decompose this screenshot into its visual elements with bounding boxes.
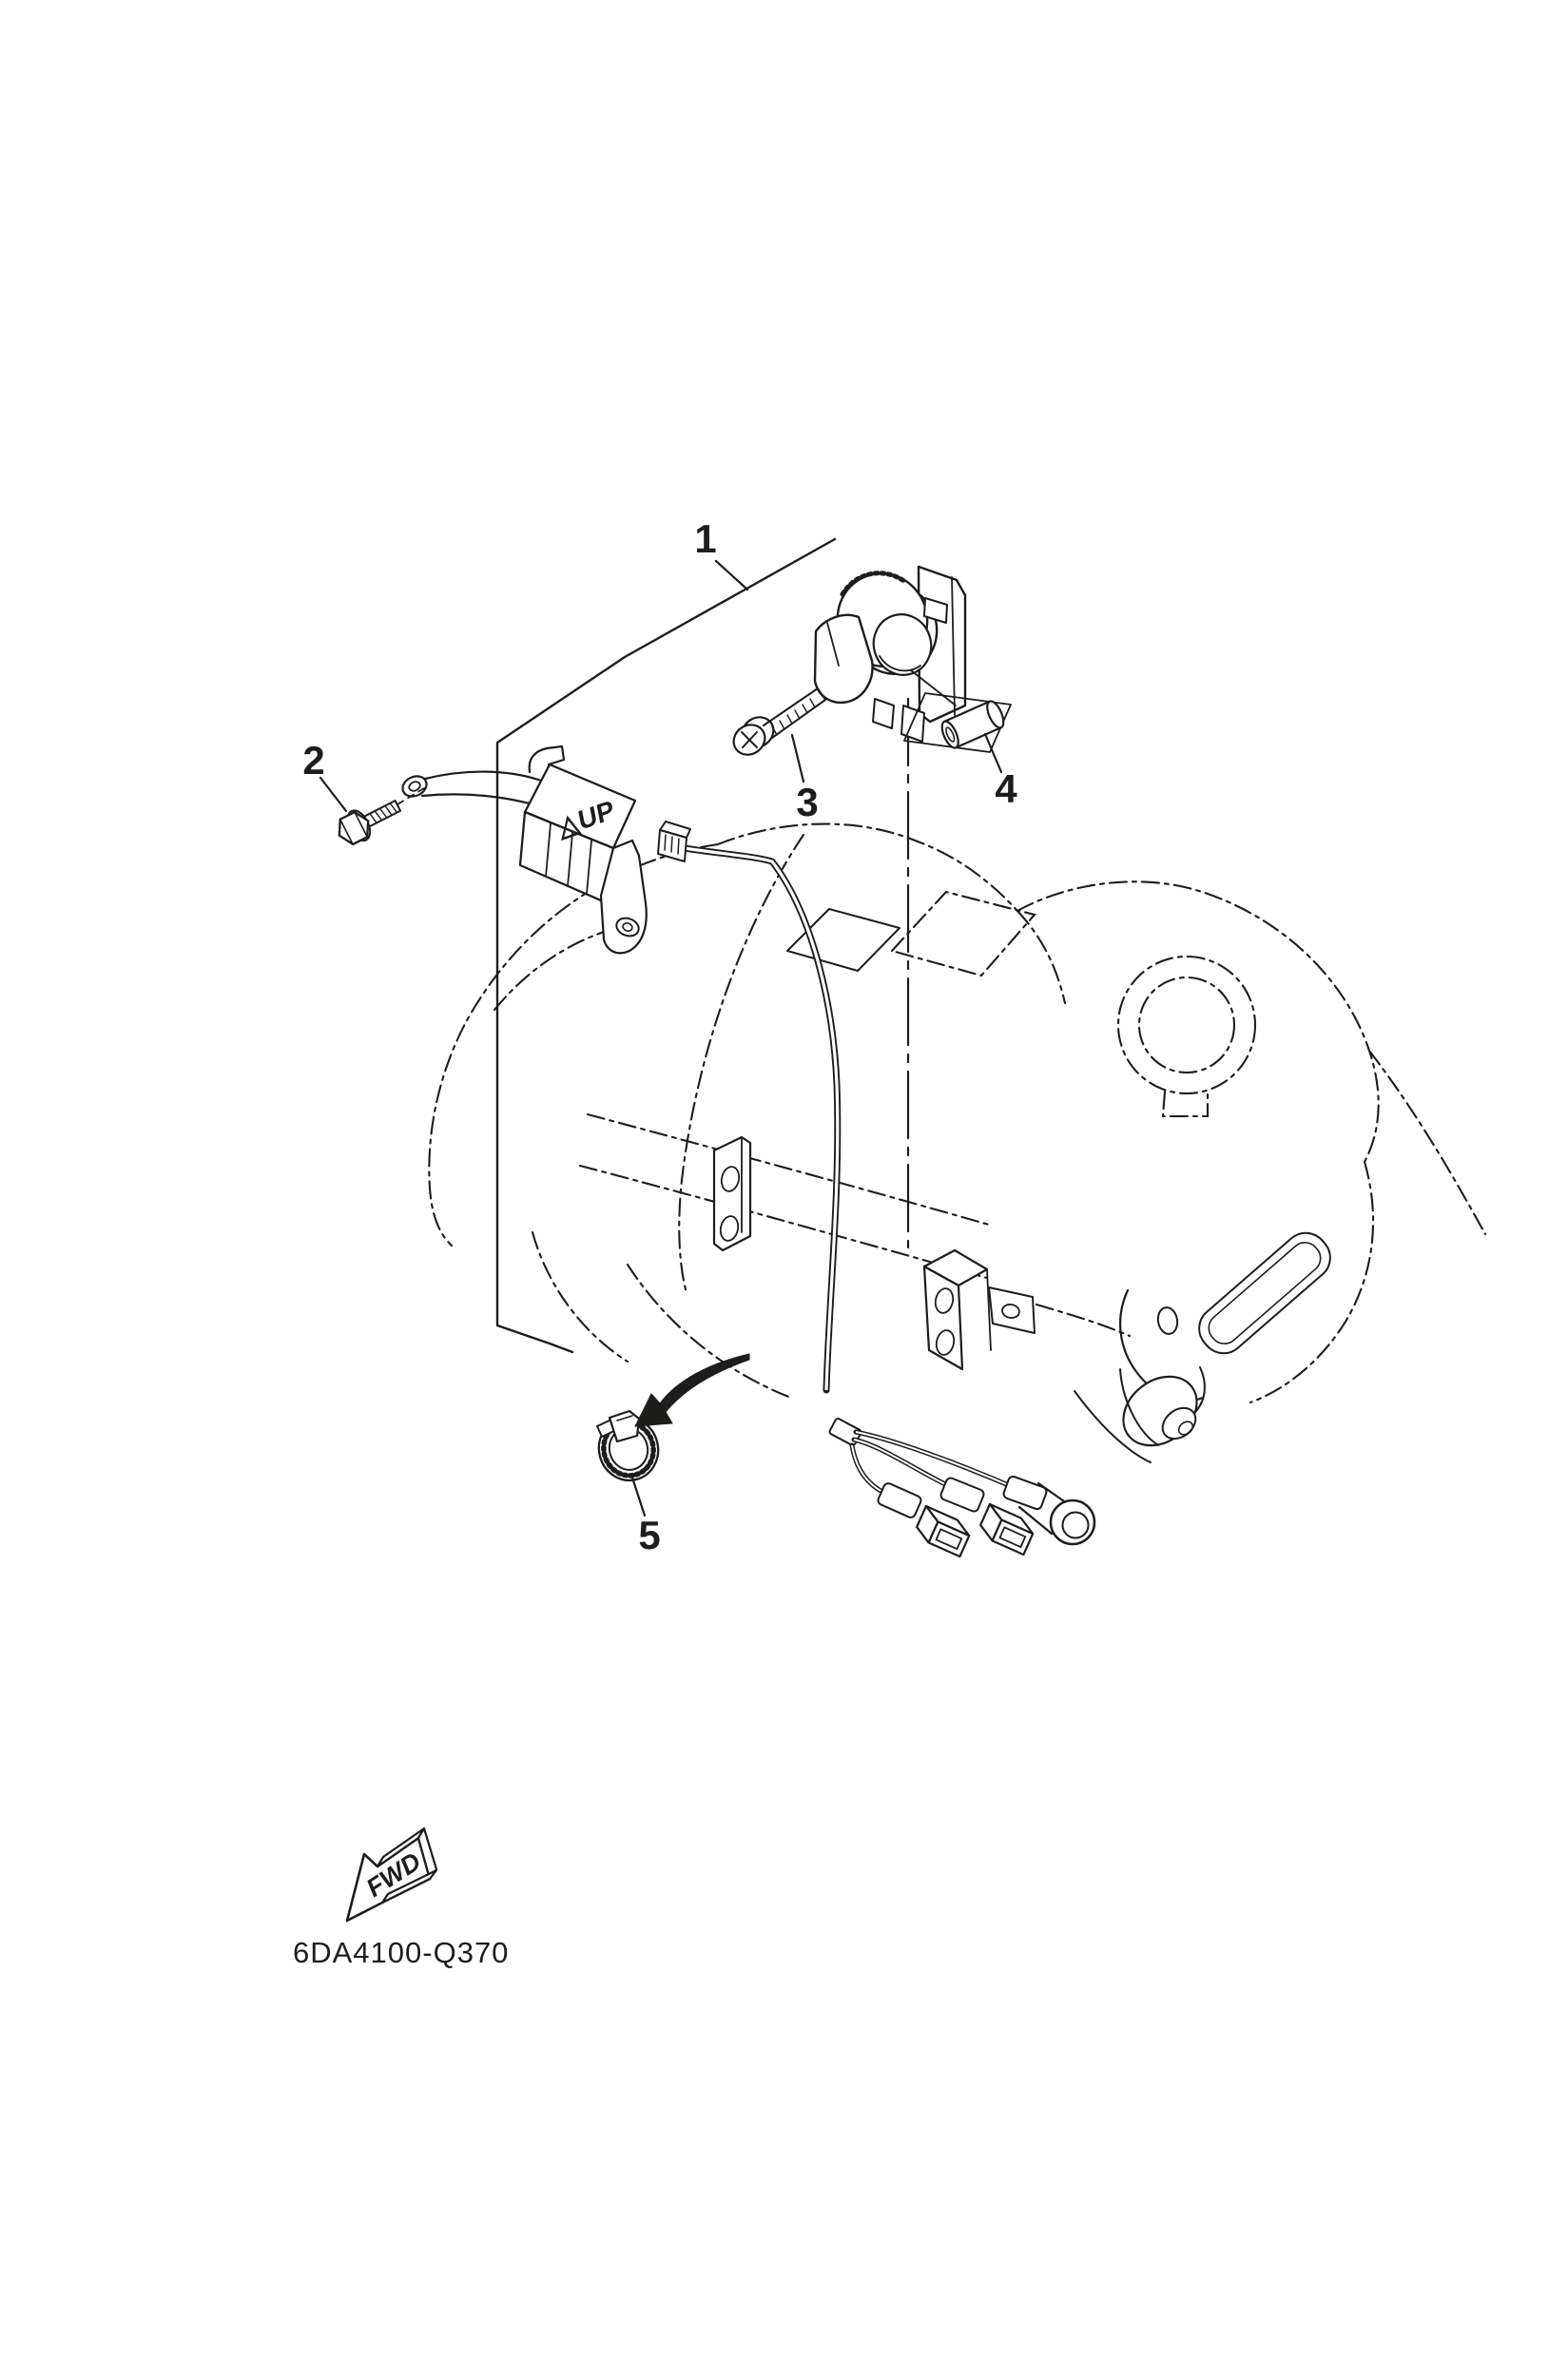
part-number: 6DA4100-Q370 [293, 1936, 509, 1969]
callout-3: 3 [790, 733, 819, 824]
spade-connector [979, 1502, 1035, 1557]
collar-4 [903, 692, 1012, 753]
hose-clamp-5 [596, 1409, 660, 1482]
fwd-arrow: FWD [345, 1827, 438, 1923]
wire-harness [681, 844, 1096, 1558]
bullet-connector [1017, 1481, 1096, 1546]
screw-3 [732, 687, 826, 756]
callout-1-number: 1 [694, 516, 716, 561]
mount-plates [712, 1135, 1036, 1371]
panel-outline [495, 537, 837, 1354]
callout-4-number: 4 [995, 766, 1017, 811]
bolt-2 [338, 787, 425, 846]
callout-3-number: 3 [796, 780, 818, 824]
trim-sender-bracket: △UP [401, 744, 691, 955]
callout-4: 4 [983, 732, 1017, 811]
trim-switch-assembly [813, 565, 967, 743]
route-arrow [634, 1353, 750, 1427]
spade-connector [916, 1504, 971, 1558]
callout-2: 2 [302, 738, 348, 813]
callout-5: 5 [629, 1473, 661, 1557]
callout-2-number: 2 [302, 738, 324, 783]
tilt-motor [1074, 1231, 1331, 1463]
callout-1: 1 [694, 516, 749, 591]
callout-5-number: 5 [638, 1513, 660, 1557]
